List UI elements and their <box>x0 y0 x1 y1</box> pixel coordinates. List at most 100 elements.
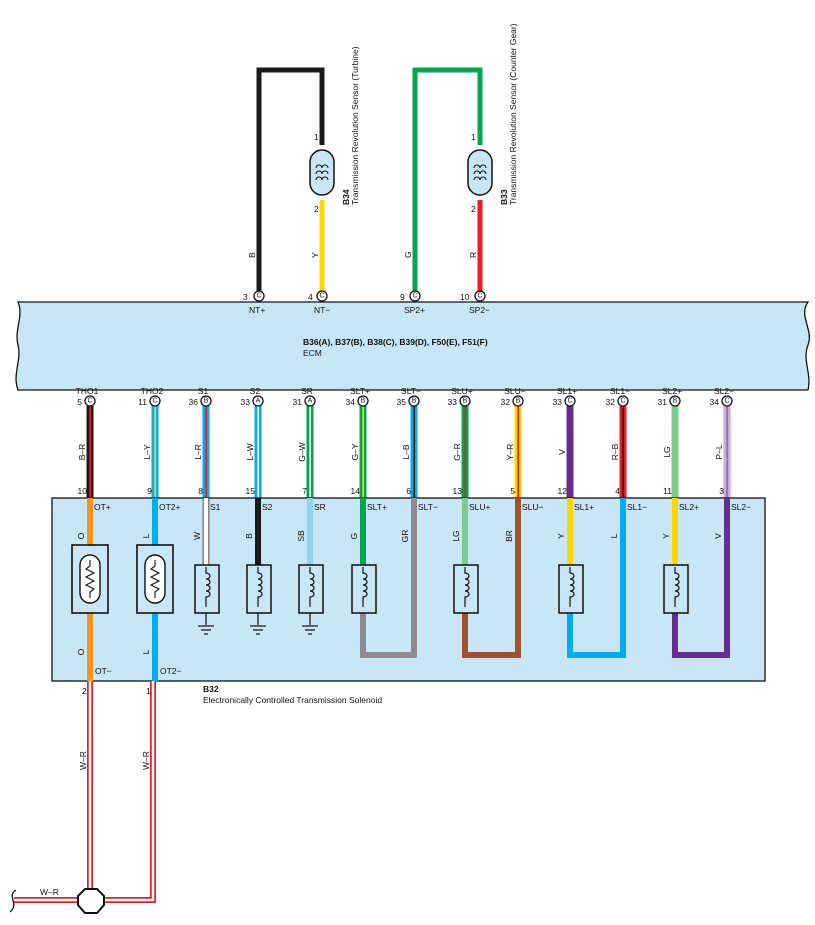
solenoid-pin-signal: SLU− <box>522 502 544 512</box>
solenoid-pin-number: 11 <box>663 486 672 496</box>
ecm-pin-signal: SL2− <box>714 386 734 396</box>
coil-icon <box>473 164 487 181</box>
ecm-pin-number: 31 <box>293 397 303 407</box>
wire-label-b: B <box>247 252 257 258</box>
pin-connector-icon <box>357 395 369 407</box>
ecm-pin-number: 34 <box>710 397 720 407</box>
thermistor-2 <box>136 544 174 614</box>
ecm-pin-connector: B <box>412 398 417 405</box>
solenoid-coil <box>298 564 324 614</box>
solenoid-pin-number: 3 <box>719 486 724 496</box>
ecm-pin-sp2-plus: 9 C SP2+ <box>400 290 425 315</box>
solenoid-pin-ot2-minus-num: 1 <box>146 686 151 696</box>
solenoid-pin-signal: S2 <box>262 502 273 512</box>
wire-label: G–R <box>452 443 462 460</box>
wire-label: L–Y <box>142 444 152 459</box>
harness-wiring: 2 1 W–R W–R W–R <box>9 681 156 914</box>
svg-text:4: 4 <box>308 292 313 302</box>
ecm-pin-connector: A <box>308 398 313 405</box>
wire-label: V <box>557 449 567 455</box>
wire-label: G–W <box>297 442 307 461</box>
ecm-pin-signal: SLT+ <box>350 386 370 396</box>
solenoid-wire-color: G <box>349 533 359 540</box>
solenoid-wire-color: O <box>76 532 86 539</box>
pin-connector-icon <box>252 395 264 407</box>
wire-label-g: G <box>403 251 413 258</box>
ecm-pin-sp2-minus: 10 C SP2− <box>460 290 490 315</box>
solenoid-pin-number: 6 <box>406 486 411 496</box>
ecm-pin-signal: S1 <box>198 386 209 396</box>
solenoid-coil <box>558 564 584 614</box>
wire-b-nt-plus <box>256 67 325 293</box>
wire-label: B–R <box>77 444 87 461</box>
solenoid-internal-wiring <box>71 498 730 681</box>
pin-connector-icon <box>459 395 471 407</box>
solenoid-wire-color: Y <box>556 533 566 539</box>
ecm-pin-signal: THO2 <box>141 386 164 396</box>
solenoid-wire-color: Y <box>661 533 671 539</box>
solenoid-pin-signal: SL1+ <box>574 502 594 512</box>
solenoid-wire-color: SB <box>296 530 306 542</box>
sensor-b33-pin-2: 2 <box>471 204 476 214</box>
thermistor-1 <box>71 544 109 614</box>
wire-sl1-plus <box>566 406 574 499</box>
solenoid-pin-signal: SL2− <box>731 502 751 512</box>
solenoid-pin-number: 14 <box>351 486 361 496</box>
pin-connector-icon <box>149 395 161 407</box>
solenoid-pin-number: 10 <box>78 486 88 496</box>
pin-connector-icon <box>669 395 681 407</box>
solenoid-pin-signal: OT+ <box>94 502 111 512</box>
solenoid-pin-signal: SR <box>314 502 326 512</box>
ecm-pin-nt-plus: 3 C NT+ <box>243 290 265 315</box>
wire-sl2-plus <box>671 406 679 499</box>
svg-text:SP2+: SP2+ <box>404 305 425 315</box>
coil-icon <box>569 567 575 607</box>
ecm-pin-number: 5 <box>77 397 82 407</box>
solenoid-pin-number: 4 <box>615 486 620 496</box>
ecm-pin-number: 33 <box>448 397 458 407</box>
ecm-pin-number: 33 <box>553 397 563 407</box>
svg-text:10: 10 <box>460 292 470 302</box>
solenoid-wire-color: LG <box>451 530 461 541</box>
solenoid-coil <box>453 564 479 614</box>
svg-text:9: 9 <box>400 292 405 302</box>
ground-icon <box>302 613 318 635</box>
ground-icon <box>250 613 266 635</box>
ecm-pin-number: 35 <box>397 397 407 407</box>
solenoid-coil <box>246 564 272 614</box>
sensor-b34-wiring <box>256 67 325 293</box>
wire-label: P–L <box>714 444 724 459</box>
sensor-b34: 1 2 B34 Transmission Revolution Sensor (… <box>247 46 360 258</box>
pin-connector-icon <box>721 395 733 407</box>
pin-connector-icon <box>408 395 420 407</box>
ecm-pin-number: 32 <box>501 397 511 407</box>
svg-text:3: 3 <box>243 292 248 302</box>
svg-text:C: C <box>256 293 261 300</box>
solenoid-coil <box>663 564 689 614</box>
wire-label: L–B <box>401 444 411 459</box>
solenoid-wire-color: B <box>244 533 254 539</box>
wire-label: R–B <box>610 443 620 460</box>
ecm-pin-number: 11 <box>138 397 147 407</box>
ecm-pin-number: 32 <box>606 397 616 407</box>
solenoid-pin-signal: S1 <box>210 502 221 512</box>
wire-label-r: R <box>468 252 478 258</box>
solenoid-wire-color: BR <box>504 530 514 542</box>
ecm-pin-signal: SR <box>301 386 313 396</box>
